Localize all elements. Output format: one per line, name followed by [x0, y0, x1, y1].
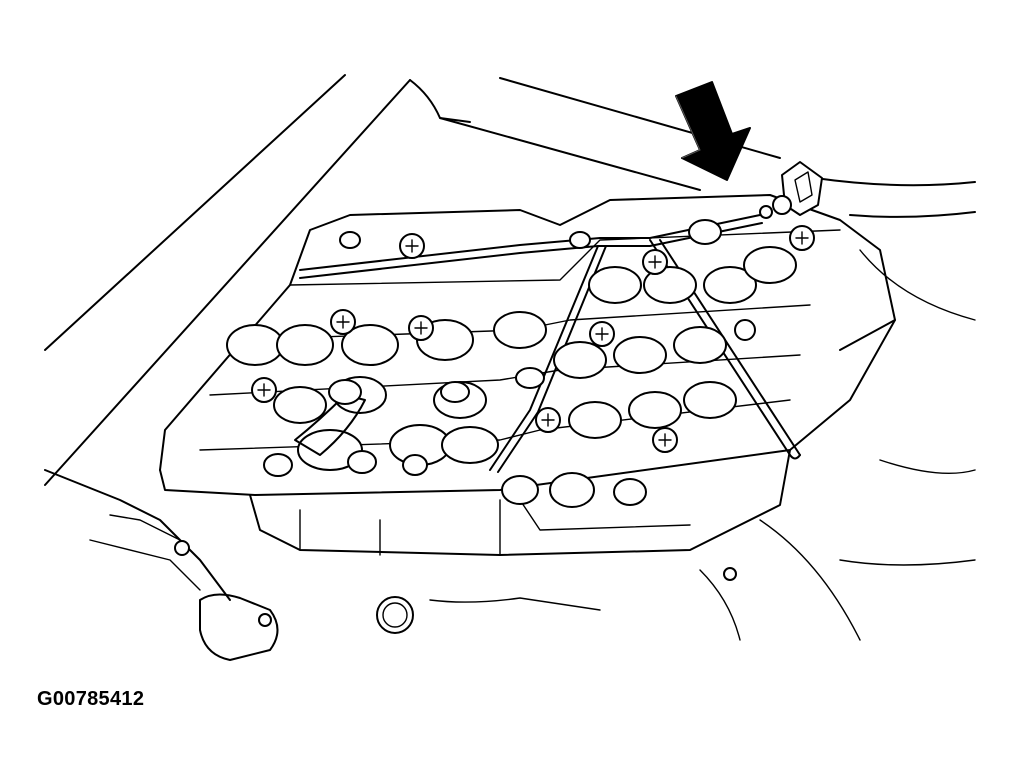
bolt-head	[652, 427, 678, 453]
bolt-head	[535, 407, 561, 433]
bolt-head	[589, 321, 615, 347]
figure-id-label: G00785412	[37, 688, 145, 710]
mounting-bracket	[759, 161, 823, 219]
connector-pipe	[294, 379, 366, 456]
arrow-down-right-icon	[675, 81, 751, 181]
bolt-head	[399, 233, 425, 259]
lower-chassis	[44, 469, 976, 661]
left-body-panel	[44, 74, 471, 486]
solenoid-row-lower	[297, 381, 737, 471]
bolt-head	[408, 315, 434, 341]
bolt-head	[642, 249, 668, 275]
bolt-head	[789, 225, 815, 251]
ports	[263, 219, 722, 508]
bolt-head	[734, 319, 756, 341]
bolt-head	[330, 309, 356, 335]
bolt-head	[251, 377, 277, 403]
bolt-heads	[251, 225, 815, 453]
